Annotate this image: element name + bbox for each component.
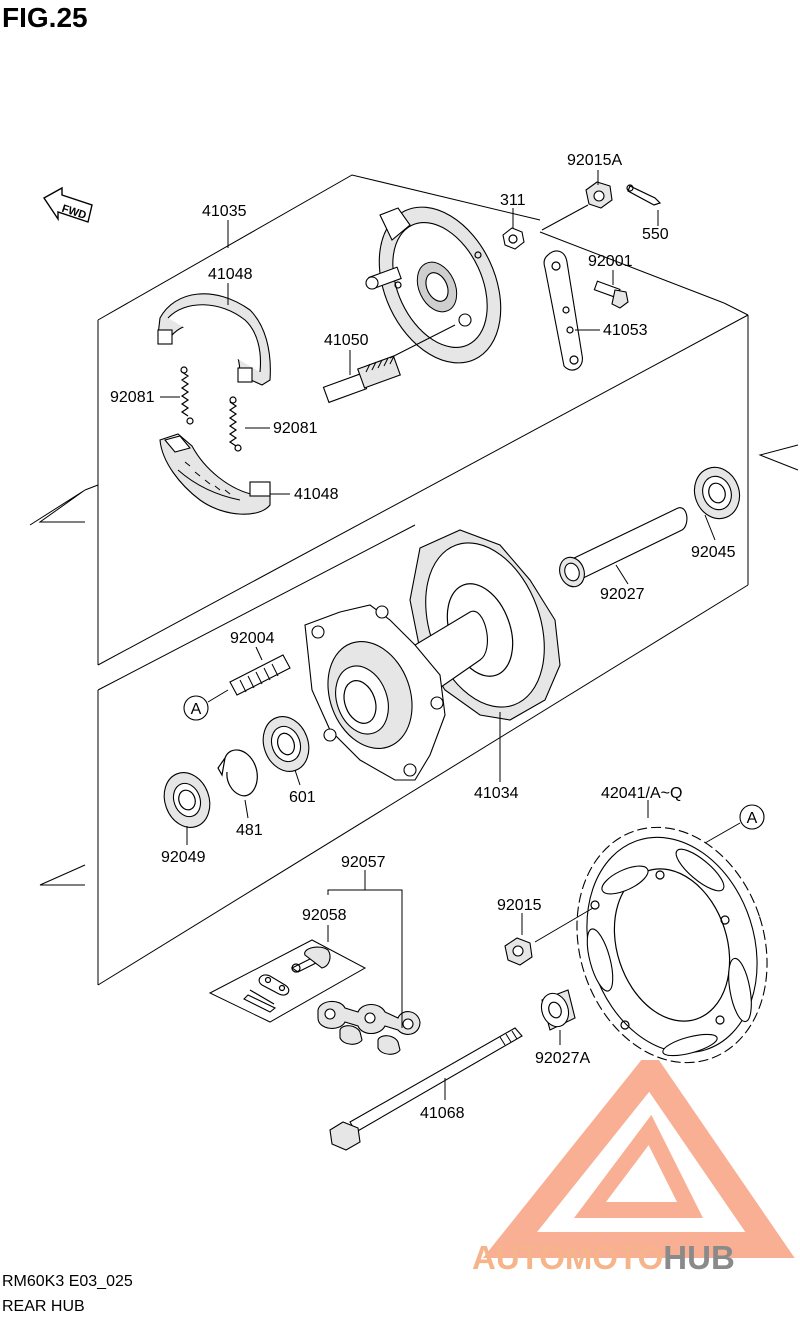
label-shoe-spring-left: 92081 [110,389,155,406]
figure-title: FIG.25 [2,2,88,33]
cotter-pin-icon [626,184,662,206]
hub-group-outline [39,470,749,986]
label-spacer-long: 92027 [600,586,645,603]
brake-panel-icon [365,206,502,364]
callout-a-right: A [704,804,765,844]
label-shoe-spring-right: 92081 [273,420,318,437]
label-rear-hub: 41034 [474,785,519,802]
label-brake-shoe-upper: 41048 [208,266,253,283]
part-labels: 41035 41048 92081 92081 41048 41050 311 … [110,152,736,1122]
label-bearing-right: 92045 [691,544,736,561]
label-hub-stud: 92004 [230,630,275,647]
hub-stud-icon [229,654,291,696]
label-bearing-left: 601 [289,789,316,806]
label-brake-shoe-lower: 41048 [294,486,339,503]
drive-chain-icon [317,1000,421,1055]
label-sprocket-nut: 92015 [497,897,542,914]
brake-cam-lever-icon [543,250,583,371]
watermark-logo-icon [482,1060,795,1258]
label-brake-cam: 41050 [324,332,369,349]
label-sprocket-spacer: 92027A [535,1050,590,1067]
label-brake-panel-assy: 41035 [202,203,247,220]
chain-joint-icon [243,946,331,1013]
label-lever-bolt: 92001 [588,253,633,270]
chain-joint-box [208,939,367,1023]
brake-shoe-upper-icon [157,293,271,386]
axle-icon [329,1027,523,1151]
label-sprocket: 42041/A~Q [601,785,682,802]
leader-lines [160,170,716,1100]
cam-lever-nut-icon [502,227,525,250]
rear-hub-icon [304,529,561,781]
cotter-nut-icon [585,181,613,209]
diagram-code: RM60K3 E03_025 [2,1273,133,1290]
shoe-spring-right-icon [228,396,242,452]
svg-text:A: A [191,701,202,718]
label-chain-joint: 92058 [302,907,347,924]
sprocket-nut-icon [504,937,533,966]
svg-text:A: A [747,810,758,827]
fwd-arrow-icon: FWD [42,186,93,223]
circlip-icon [217,749,258,797]
label-cotter-pin: 550 [642,226,669,243]
sprocket-icon [576,826,768,1064]
label-brake-cam-lever: 41053 [603,322,648,339]
shoe-spring-left-icon [180,366,194,425]
label-axle: 41068 [420,1105,465,1122]
lever-bolt-icon [593,280,629,309]
label-drive-chain: 92057 [341,854,386,871]
brake-panel-group-outline [29,174,799,666]
brake-shoe-lower-icon [159,433,271,515]
bearing-left-icon [262,716,310,772]
callout-a-left: A [183,689,229,721]
diagram-name: REAR HUB [2,1298,85,1315]
watermark-text: AUTOMOTOHUB [472,1239,735,1276]
oil-seal-icon [163,772,211,828]
bearing-right-icon [693,466,741,520]
label-cam-lever-nut: 311 [500,192,526,209]
label-oil-seal: 92049 [161,849,206,866]
label-cotter-nut: 92015A [567,152,622,169]
long-spacer-icon [559,507,688,588]
sprocket-spacer-icon [540,989,576,1031]
label-circlip: 481 [236,822,263,839]
brake-cam-icon [322,355,401,404]
